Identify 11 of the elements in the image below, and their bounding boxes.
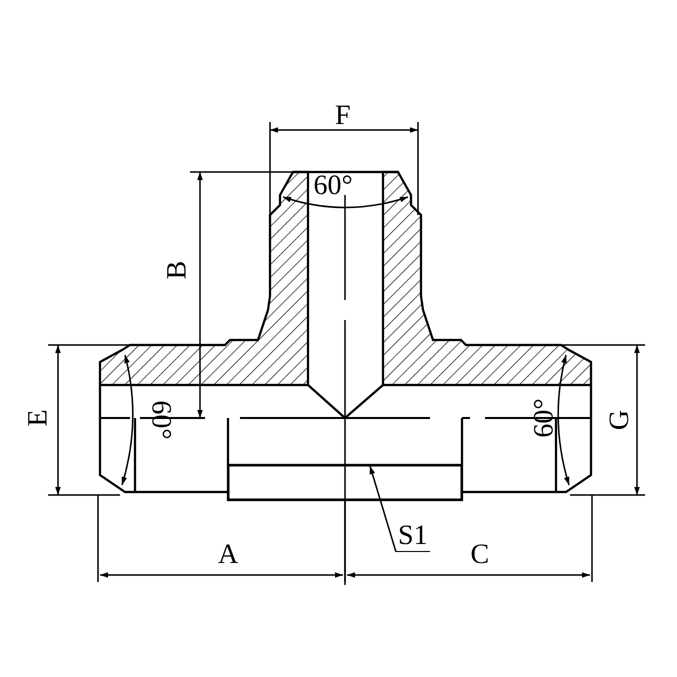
dimension-label: C (470, 541, 490, 569)
dimension-label: G (606, 410, 634, 430)
dimension-label: A (218, 541, 238, 569)
leader-line (369, 466, 397, 552)
dimension-label: B (162, 260, 191, 280)
angle-label: 60° (530, 398, 558, 438)
angle-label: 60° (314, 172, 353, 200)
bore-section (228, 466, 462, 500)
dimension-label: E (24, 409, 52, 427)
dimension-label: F (335, 102, 351, 130)
callout-label: S1 (396, 522, 430, 552)
